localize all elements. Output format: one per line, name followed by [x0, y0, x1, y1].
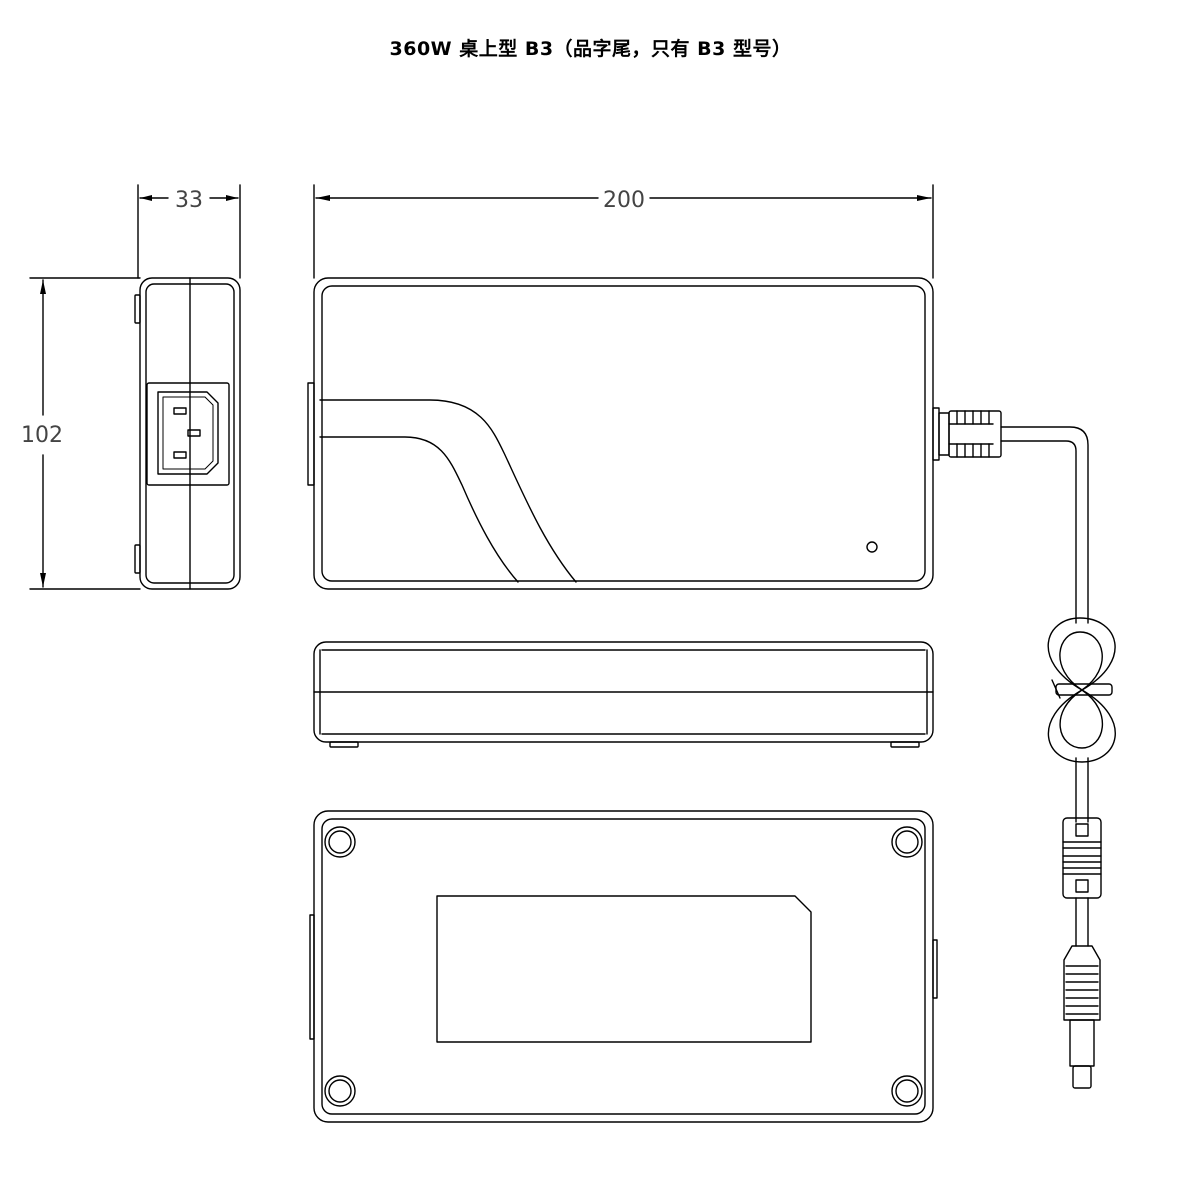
- ferrite-core: [1062, 817, 1102, 899]
- dimension-width: 33: [137, 184, 241, 279]
- end-view: [134, 277, 241, 590]
- bottom-view: [309, 810, 938, 1123]
- rubber-foot-icon: [891, 1075, 923, 1107]
- power-inlet-icon: [146, 382, 230, 486]
- strain-relief: [932, 407, 1002, 461]
- label-area: [436, 895, 812, 1043]
- side-view: [313, 641, 934, 748]
- dc-plug-icon: [1063, 945, 1101, 1089]
- drawing-title: 360W 桌上型 B3（品字尾，只有 B3 型号）: [389, 38, 792, 60]
- dimension-height-label: 102: [21, 423, 63, 448]
- rubber-foot-icon: [324, 826, 356, 858]
- rubber-foot-icon: [324, 1075, 356, 1107]
- dc-cable: [1000, 426, 1116, 1089]
- rubber-foot-icon: [891, 826, 923, 858]
- dimension-width-label: 33: [175, 188, 203, 213]
- dimension-length-label: 200: [603, 188, 645, 213]
- top-view: [307, 277, 1002, 590]
- dimension-length: 200: [313, 184, 934, 279]
- dimension-height: 102: [21, 277, 141, 590]
- cable-tie-loop: [1047, 617, 1116, 763]
- led-indicator-icon: [866, 541, 878, 553]
